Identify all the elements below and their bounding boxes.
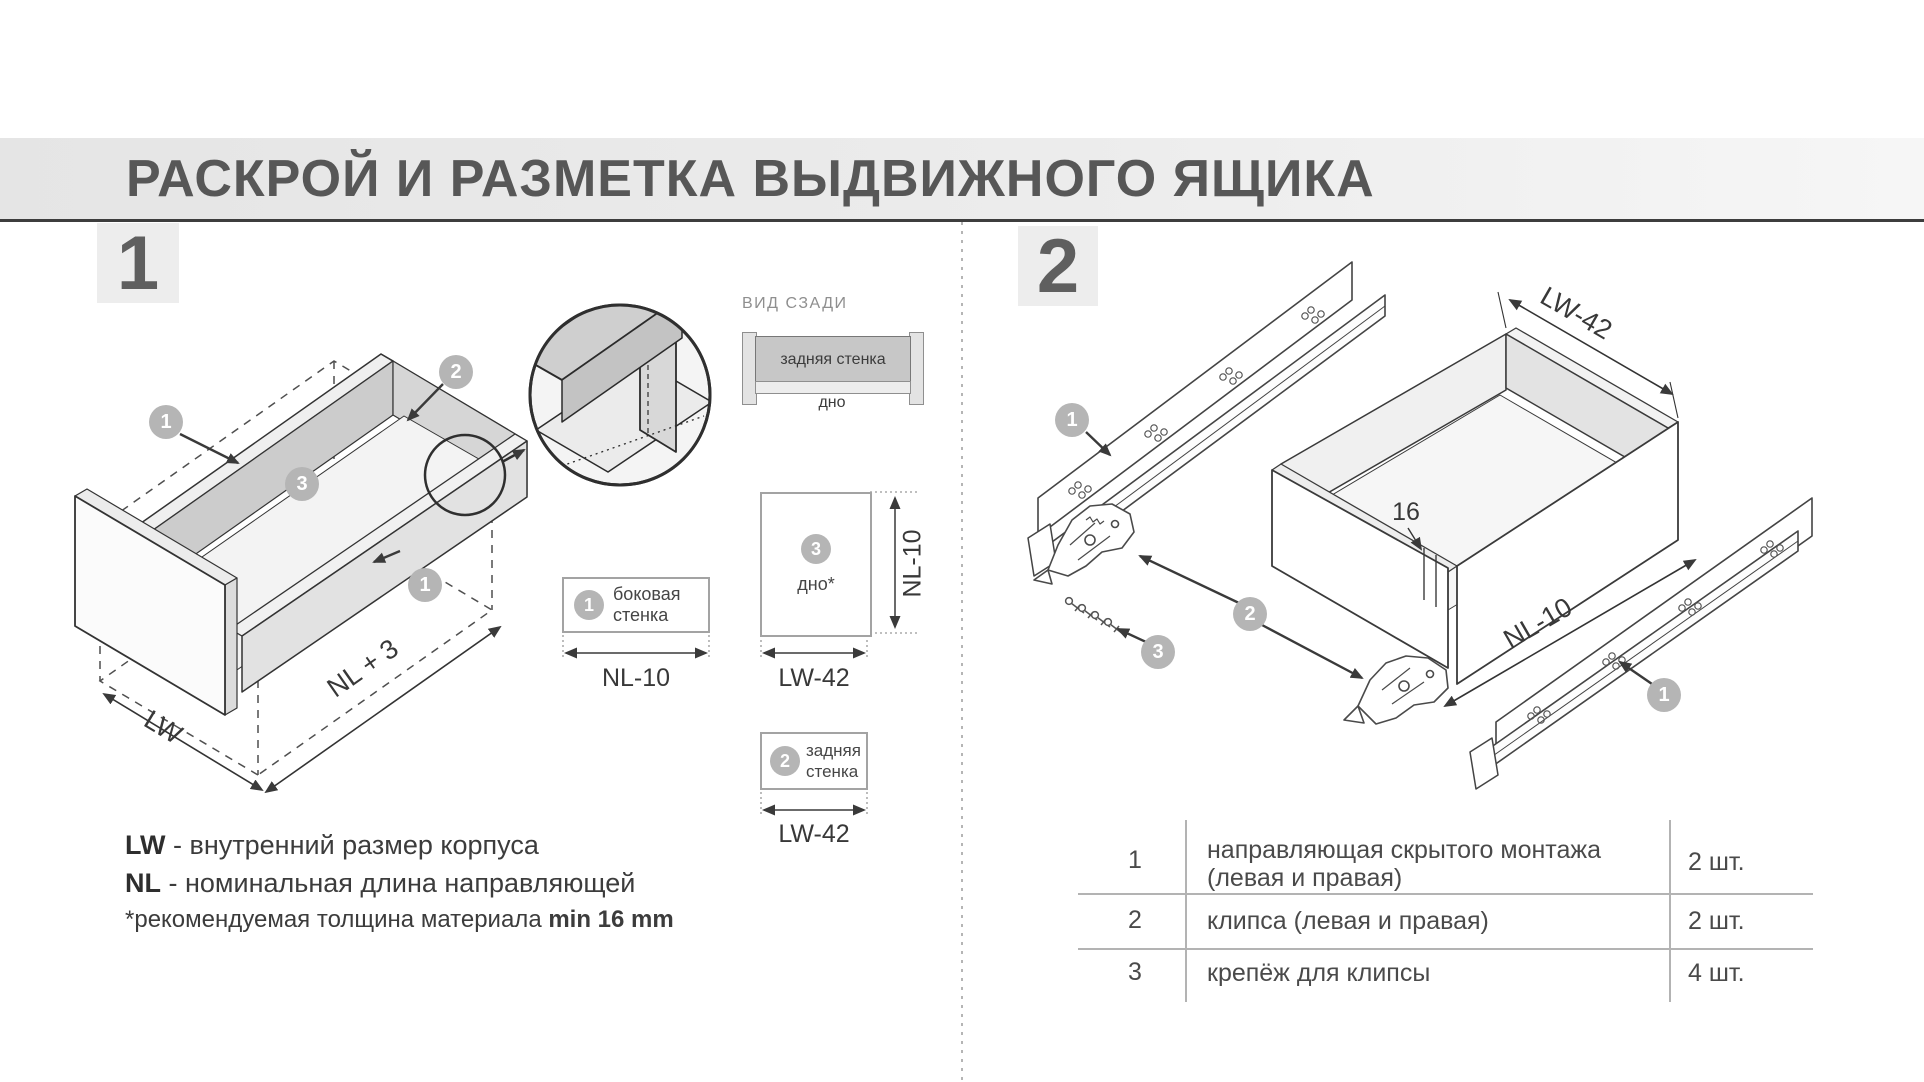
table-vrule-2 [1669,820,1671,1002]
rear-view-title: ВИД СЗАДИ [742,295,848,312]
rear-view-back-wall: задняя стенка [755,336,911,383]
part-bottom: 3 дно* [760,492,872,637]
corner-detail-circle [528,303,712,487]
part-bottom-number: 3 [810,538,821,559]
callout-bottom-panel-number: 3 [296,472,308,495]
callout-side-wall-2: 1 [408,568,442,602]
legend-lw-text: - внутренний размер корпуса [173,830,539,860]
title-band [0,138,1924,219]
table-row2-desc-line1: клипса (левая и правая) [1207,907,1489,935]
callout-rail-left: 1 [1055,403,1089,437]
callout-side-wall-number: 1 [160,410,172,433]
table-row1-num: 1 [1128,846,1142,874]
legend-nl-term: NL [125,868,161,898]
table-row3-qty: 4 шт. [1688,959,1745,987]
part-side-wall-label-line2: стенка [613,605,669,625]
drawer-isometric [74,353,528,716]
legend-lw: LW - внутренний размер корпуса [125,830,745,861]
box-dimension-lines [1407,291,1697,708]
section1-number: 1 [97,221,179,306]
table-row1-qty: 2 шт. [1688,848,1745,876]
dim-lw: LW [139,704,188,750]
part-back-wall-callout: 2 [770,746,800,776]
table-hrule-1 [1078,893,1813,895]
section-divider [961,222,963,1082]
table-row2-num: 2 [1128,906,1142,934]
legend-note-strong: min 16 mm [548,906,674,933]
callout-rail-left-number: 1 [1066,408,1078,431]
part-bottom-dim-width: LW-42 [778,664,850,692]
callout-back-wall-number: 2 [450,360,462,383]
part-back-wall-label-line1: задняя [806,741,861,760]
legend-nl-text: - номинальная длина направляющей [168,868,636,898]
part-back-wall-label-line2: стенка [806,762,859,781]
clip-left [1033,503,1135,585]
part-back-wall-number: 2 [779,750,790,771]
part-side-wall-label-line1: боковая [613,584,681,604]
magnifier-circle [423,433,526,517]
page-title: РАСКРОЙ И РАЗМЕТКА ВЫДВИЖНОГО ЯЩИКА [126,150,1375,208]
part-side-wall-label: боковая стенка [613,584,681,626]
table-row3-num: 3 [1128,958,1142,986]
table-row1-desc-line2: (левая и правая) [1207,864,1403,892]
callout-bottom-panel: 3 [285,467,319,501]
rear-view-bottom-label: дно [818,394,846,411]
dim-box-lw-42: LW-42 [1535,280,1618,346]
part-back-wall-dim: LW-42 [778,820,850,848]
legend: LW - внутренний размер корпуса NL - номи… [125,830,745,934]
title-rule [0,219,1924,222]
legend-nl: NL - номинальная длина направляющей [125,868,745,899]
part-bottom-callout: 3 [801,534,831,564]
callout-screws-number: 3 [1152,640,1164,663]
dim-nl-plus-3: NL + 3 [321,633,404,704]
part-side-wall-dim: NL-10 [601,664,671,692]
part-bottom-label: дно* [797,574,835,594]
callout-clips-number: 2 [1244,602,1256,625]
table-hrule-2 [1078,948,1813,950]
rear-view-bottom-strip [755,381,911,394]
callout-clips: 2 [1233,597,1267,631]
part-side-wall-callout: 1 [574,590,604,620]
rail-holes-left [1068,306,1325,499]
callout-back-wall: 2 [439,355,473,389]
table-row2-qty: 2 шт. [1688,907,1745,935]
part-side-wall-number: 1 [583,594,594,615]
part-back-wall: 2 задняя стенка [760,732,868,790]
callout-screws: 3 [1141,635,1175,669]
callout-side-wall-2-number: 1 [419,573,431,596]
callout-rail-right: 1 [1647,678,1681,712]
dim-box-nl-10: NL-10 [1498,591,1578,655]
drawer-box-isometric [1271,327,1679,685]
legend-note-text: *рекомендуемая толщина материала [125,906,542,933]
clip-right [1343,655,1449,725]
legend-note: *рекомендуемая толщина материала min 16 … [125,906,745,934]
part-bottom-dim-height: NL-10 [898,529,927,598]
legend-lw-term: LW [125,830,166,860]
part-back-wall-label: задняя стенка [806,740,861,782]
callout-rail-right-number: 1 [1658,683,1670,706]
table-vrule-1 [1185,820,1187,1002]
callout-side-wall: 1 [149,405,183,439]
rear-view-back-wall-label: задняя стенка [780,350,886,368]
table-row3-desc-line1: крепёж для клипсы [1207,959,1431,987]
rear-view-right-post [909,332,924,405]
screws [1064,596,1124,635]
dim-box-16: 16 [1392,498,1420,526]
table-row1-desc-line1: направляющая скрытого монтажа [1207,836,1601,864]
part-side-wall: 1 боковая стенка [562,577,710,633]
section2-number: 2 [1018,224,1098,309]
